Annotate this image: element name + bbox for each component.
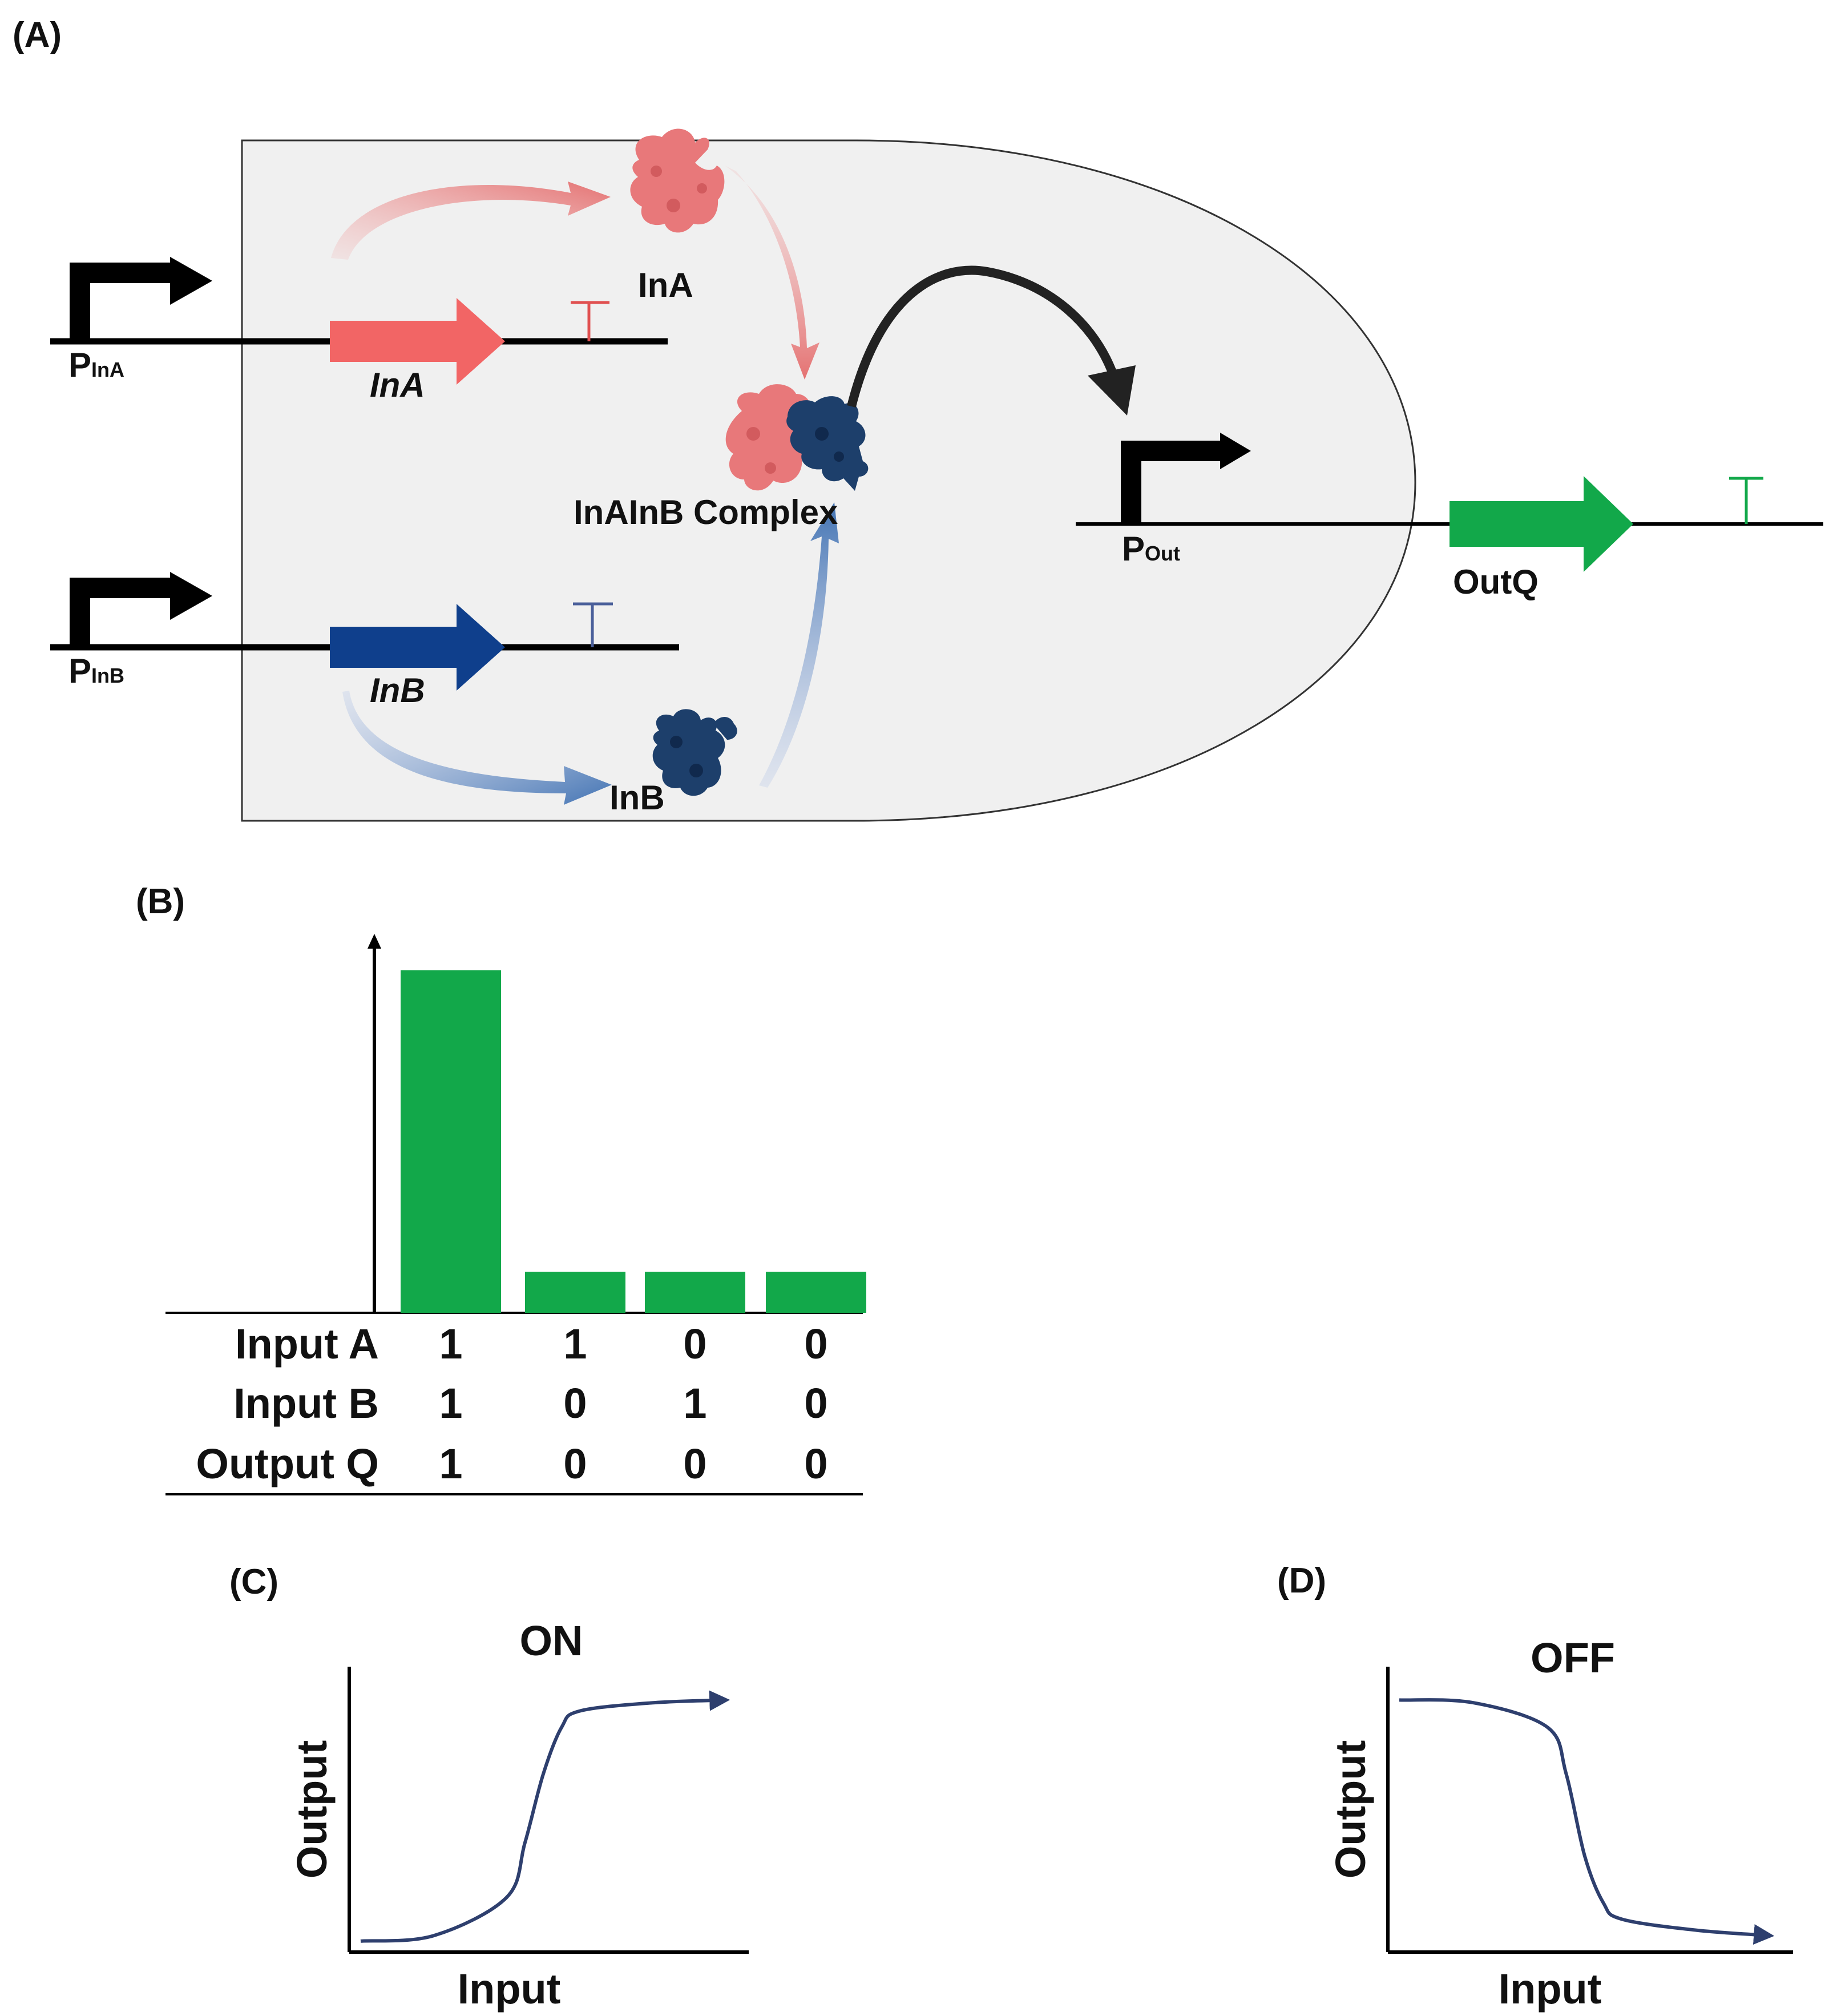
truth-table-cell: 0 [683,1320,706,1368]
promoter-b-arrow [70,578,171,647]
truth-table-cell: 1 [439,1380,462,1427]
activation-arrowhead [1088,365,1136,416]
truth-table-cell: 1 [439,1440,462,1487]
response-curve [1399,1698,1775,1945]
truth-table-cell: 1 [563,1320,587,1368]
y-axis-label: Output [1327,1740,1374,1878]
promoter-a-arrowhead [170,257,212,305]
activation-arrow [847,265,1119,408]
truth-table-cell: 1 [683,1380,706,1427]
protein-a-label: InA [638,266,693,304]
protein-b-label: InB [609,779,665,817]
truth-table-cell: 0 [563,1380,587,1427]
chart-title: ON [520,1617,583,1664]
bar [401,970,501,1313]
off-response-chart: OFF Input Output [1327,1634,1793,2013]
gene-a-arrow [330,298,505,385]
protein-a-icon [630,128,725,233]
bar-chart-y-axis-arrowhead [368,934,381,949]
chart-title: OFF [1531,1634,1615,1682]
protein-b-icon [652,709,737,796]
promoter-a-label: PInA [68,346,124,384]
complex-icon [725,384,869,491]
panel-d-label: (D) [1277,1561,1326,1600]
promoter-out-label: POut [1122,530,1180,568]
truth-table-row-label: Input B [233,1380,379,1427]
truth-table-cell: 0 [683,1440,706,1487]
x-axis-label: Input [458,1965,561,2013]
truth-table-cell: 0 [804,1380,827,1427]
panel-c-label: (C) [229,1562,278,1602]
promoter-b-label: PInB [68,652,124,690]
y-axis-label: Output [288,1740,336,1878]
gene-b-label: InB [370,671,425,709]
truth-table-cell: 0 [804,1440,827,1487]
panel-b-label: (B) [136,882,185,921]
panel-a-label: (A) [13,15,62,55]
complex-formation-arrow-a [725,166,819,380]
truth-table-row-label: Output Q [196,1440,379,1487]
response-curve [360,1690,730,1943]
bar [645,1272,745,1313]
translation-arrow-b [342,691,612,805]
gene-out-arrow [1450,476,1633,572]
gene-b-arrow [330,604,505,691]
translation-arrow-a [331,182,611,260]
gene-a-label: InA [370,366,425,404]
complex-label: InAInB Complex [574,493,838,531]
on-response-chart: ON Input Output [288,1617,749,2013]
truth-table-cell: 0 [804,1320,827,1368]
terminator-a [571,301,609,341]
promoter-out-arrow [1121,441,1221,524]
promoter-out-arrowhead [1220,433,1251,469]
bar [525,1272,625,1313]
x-axis-label: Input [1499,1965,1602,2013]
truth-table-row-label: Input A [235,1320,379,1368]
terminator-out [1729,477,1763,524]
bar [766,1272,866,1313]
gene-out-label: OutQ [1453,563,1539,601]
complex-formation-arrow-b [759,502,839,788]
promoter-a-arrow [70,263,171,341]
truth-table-cell: 0 [563,1440,587,1487]
terminator-b [573,602,613,647]
cell-body [241,139,1416,822]
promoter-b-arrowhead [170,572,212,620]
truth-table-cell: 1 [439,1320,462,1368]
